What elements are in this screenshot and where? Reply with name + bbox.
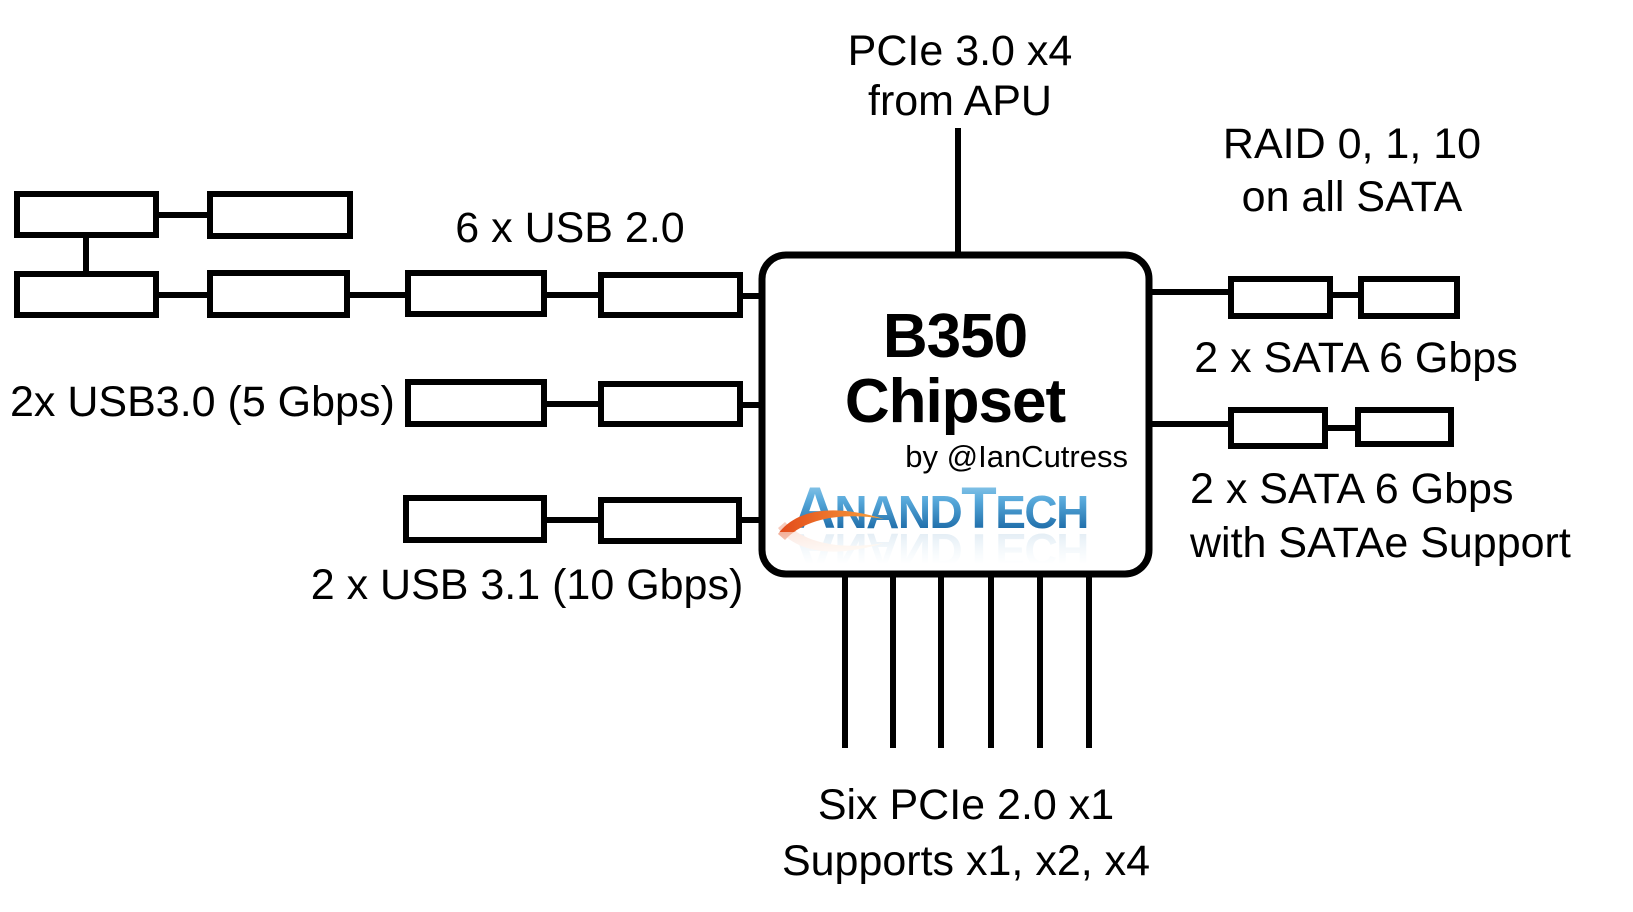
pcie-lanes-label-line2: Supports x1, x2, x4 [781, 837, 1151, 885]
satae-port-box [1355, 407, 1454, 447]
logo-swoosh [778, 510, 884, 540]
usb31-label: 2 x USB 3.1 (10 Gbps) [310, 561, 744, 609]
sata-bottom-label-line1: 2 x SATA 6 Gbps [1190, 465, 1514, 513]
usb3-label: 2x USB3.0 (5 Gbps) [10, 378, 395, 426]
usb2-port-box [14, 271, 159, 318]
usb3-port-box [405, 379, 547, 427]
chipset-title: B350 Chipset [758, 304, 1152, 434]
usb2-port-box [207, 270, 350, 318]
apu-uplink-label: PCIe 3.0 x4 from APU [790, 26, 1130, 126]
raid-label-line2: on all SATA [1241, 173, 1463, 221]
chipset-byline: by @IanCutress [905, 439, 1128, 474]
pcie-lanes-label: Six PCIe 2.0 x1 Supports x1, x2, x4 [706, 777, 1226, 889]
pcie-lanes-label-line1: Six PCIe 2.0 x1 [817, 781, 1115, 829]
usb2-label: 6 x USB 2.0 [455, 204, 685, 252]
sata-bottom-label: 2 x SATA 6 Gbps with SATAe Support [1190, 462, 1630, 570]
sata-top-label: 2 x SATA 6 Gbps [1194, 334, 1518, 382]
raid-label-line1: RAID 0, 1, 10 [1222, 120, 1482, 168]
anandtech-logo: ANANDTECH [778, 476, 1134, 567]
apu-uplink-label-line2: from APU [868, 77, 1052, 125]
satae-port-box [1228, 407, 1328, 449]
usb3-port-box [598, 381, 743, 427]
usb31-port-box [598, 497, 742, 544]
usb2-port-box [207, 191, 353, 239]
usb31-port-box [403, 495, 547, 543]
chipset-box [758, 251, 1153, 578]
chipset-title-line1: B350 [882, 302, 1028, 371]
logo-reflection-fade [778, 532, 1134, 567]
usb2-port-box [598, 272, 743, 318]
usb2-port-box [405, 270, 547, 317]
raid-label: RAID 0, 1, 10 on all SATA [1177, 118, 1527, 224]
sata-port-box [1358, 276, 1460, 319]
sata-port-box [1228, 276, 1333, 319]
sata-bottom-label-line2: with SATAe Support [1190, 519, 1571, 567]
usb2-port-box [14, 191, 159, 238]
apu-uplink-label-line1: PCIe 3.0 x4 [847, 27, 1073, 75]
chipset-title-line2: Chipset [844, 367, 1066, 436]
